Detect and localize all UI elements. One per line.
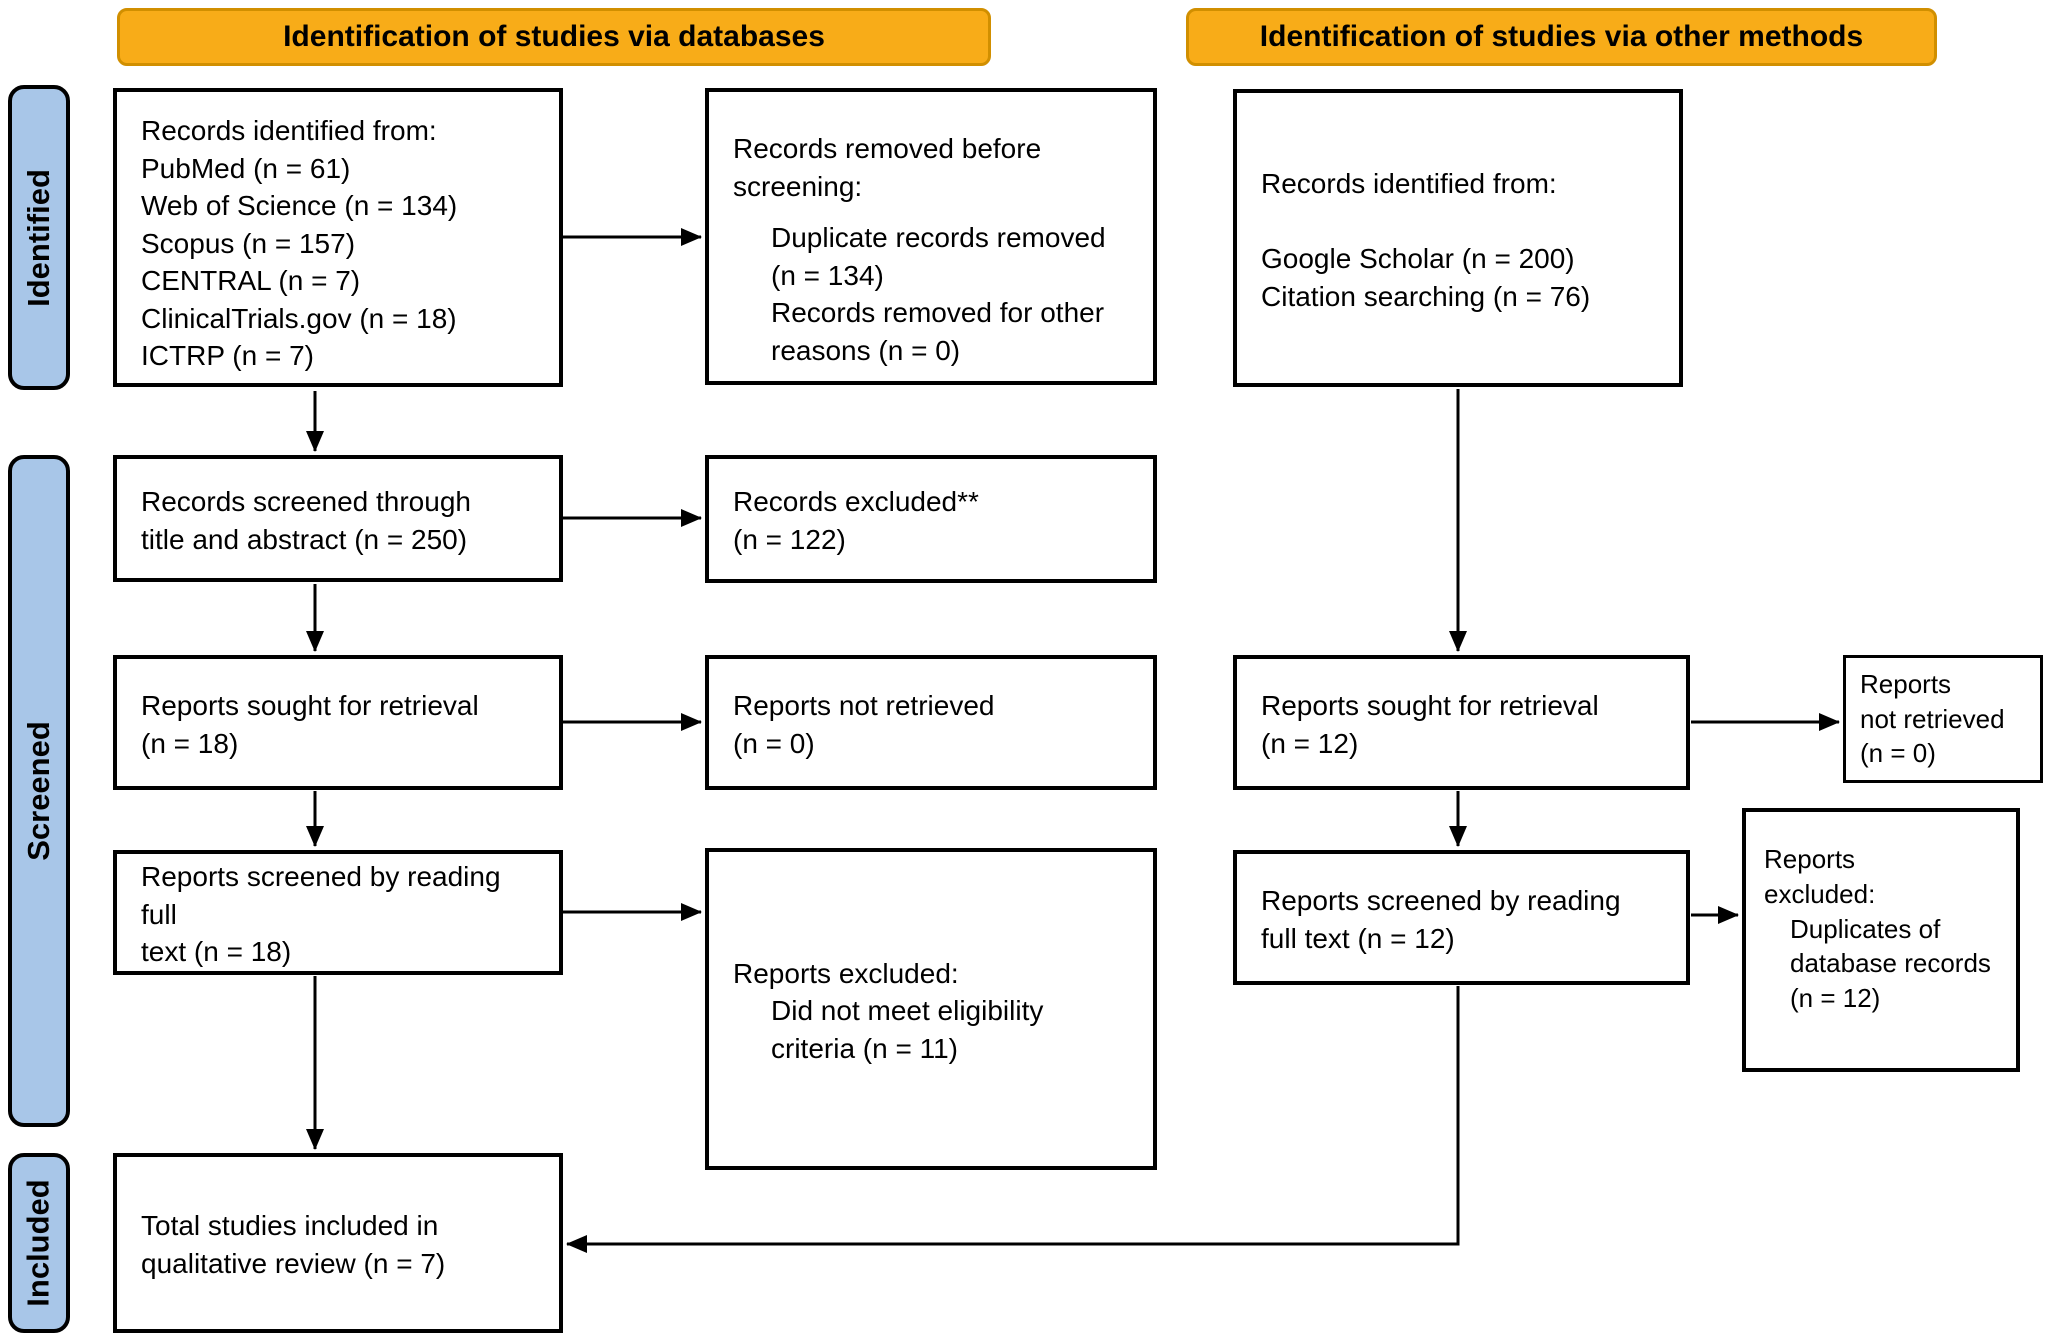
box-text-line: ICTRP (n = 7) bbox=[141, 340, 314, 372]
box-reports-not-retrieved-databases: Reports not retrieved (n = 0) bbox=[705, 655, 1157, 790]
box-reports-fulltext-databases: Reports screened by reading full text (n… bbox=[113, 850, 563, 975]
box-reports-sought-other: Reports sought for retrieval (n = 12) bbox=[1233, 655, 1690, 790]
box-text-line: (n = 134) bbox=[771, 259, 884, 291]
box-text-line: CENTRAL (n = 7) bbox=[141, 265, 361, 297]
box-reports-excluded-eligibility: Reports excluded: Did not meet eligibili… bbox=[705, 848, 1157, 1170]
box-records-identified-other: Records identified from: Google Scholar … bbox=[1233, 89, 1683, 387]
box-reports-fulltext-other: Reports screened by reading full text (n… bbox=[1233, 850, 1690, 985]
box-text-line: ClinicalTrials.gov (n = 18) bbox=[141, 302, 457, 334]
box-text-line: Citation searching (n = 76) bbox=[1261, 280, 1591, 312]
box-text-line: (n = 12) bbox=[1261, 727, 1359, 759]
box-text-line: Web of Science (n = 134) bbox=[141, 190, 458, 222]
box-text-line: (n = 122) bbox=[733, 524, 846, 555]
box-text-line: Reports not retrieved bbox=[733, 689, 995, 721]
box-text-line: Reports sought for retrieval bbox=[141, 689, 479, 721]
box-text-line: Records identified from: bbox=[141, 115, 437, 146]
box-text-line: Records identified from: bbox=[1261, 167, 1557, 199]
box-text-line: criteria (n = 11) bbox=[771, 1032, 958, 1064]
box-text-line: title and abstract (n = 250) bbox=[141, 523, 468, 555]
box-text-line: Reports screened by reading full bbox=[141, 861, 501, 930]
box-text-line: Records excluded** bbox=[733, 486, 979, 518]
stage-label-identified-text: Identified bbox=[21, 168, 56, 307]
box-text-line: reasons (n = 0) bbox=[771, 334, 961, 366]
stage-label-screened-text: Screened bbox=[21, 721, 57, 861]
box-records-screened: Records screened through title and abstr… bbox=[113, 455, 563, 582]
box-records-removed-before-screening: Records removed before screening: Duplic… bbox=[705, 88, 1157, 385]
box-text-line: Records screened through bbox=[141, 485, 471, 517]
box-text-line: Reports screened by reading bbox=[1261, 884, 1621, 916]
stage-label-screened: Screened bbox=[8, 455, 70, 1127]
box-text-line: screening: bbox=[733, 170, 863, 202]
box-total-studies-included: Total studies included in qualitative re… bbox=[113, 1153, 563, 1333]
box-text-line: Reports sought for retrieval bbox=[1261, 689, 1599, 721]
box-text-line: qualitative review (n = 7) bbox=[141, 1248, 446, 1279]
box-text-line: Google Scholar (n = 200) bbox=[1261, 243, 1575, 275]
banner-identification-other-methods: Identification of studies via other meth… bbox=[1186, 8, 1937, 66]
box-text-line: PubMed (n = 61) bbox=[141, 152, 351, 184]
box-text-line: Duplicates of bbox=[1790, 913, 1941, 944]
box-text-line: not retrieved bbox=[1860, 703, 2005, 734]
box-text-line: Records removed before bbox=[733, 133, 1042, 164]
box-text-line: (n = 0) bbox=[733, 727, 815, 759]
box-text-line: excluded: bbox=[1764, 878, 1876, 909]
banner-identification-databases: Identification of studies via databases bbox=[117, 8, 991, 66]
box-reports-excluded-duplicates: Reports excluded: Duplicates of database… bbox=[1742, 808, 2020, 1072]
box-text-line: full text (n = 12) bbox=[1261, 922, 1455, 954]
box-text-line: Did not meet eligibility bbox=[771, 995, 1044, 1027]
box-reports-not-retrieved-other: Reports not retrieved (n = 0) bbox=[1843, 655, 2043, 783]
box-text-line: Reports bbox=[1764, 844, 1856, 874]
box-text-line: Total studies included in bbox=[141, 1210, 439, 1242]
stage-label-included: Included bbox=[8, 1153, 70, 1333]
box-records-identified-databases: Records identified from: PubMed (n = 61)… bbox=[113, 88, 563, 387]
box-text-line: Reports bbox=[1860, 668, 1952, 699]
box-text-line: (n = 0) bbox=[1860, 738, 1936, 769]
box-reports-sought-databases: Reports sought for retrieval (n = 18) bbox=[113, 655, 563, 790]
box-text-line: (n = 18) bbox=[141, 727, 239, 759]
box-text-line: Records removed for other bbox=[771, 297, 1105, 329]
box-text-line: Reports excluded: bbox=[733, 957, 959, 989]
box-text-line: text (n = 18) bbox=[141, 936, 292, 968]
box-text-line: database records bbox=[1790, 948, 1991, 979]
box-records-excluded: Records excluded** (n = 122) bbox=[705, 455, 1157, 583]
box-text-line: Duplicate records removed bbox=[771, 222, 1106, 254]
box-text-line: (n = 12) bbox=[1790, 983, 1881, 1014]
box-text-line: Scopus (n = 157) bbox=[141, 227, 356, 259]
stage-label-identified: Identified bbox=[8, 85, 70, 390]
stage-label-included-text: Included bbox=[21, 1179, 57, 1307]
